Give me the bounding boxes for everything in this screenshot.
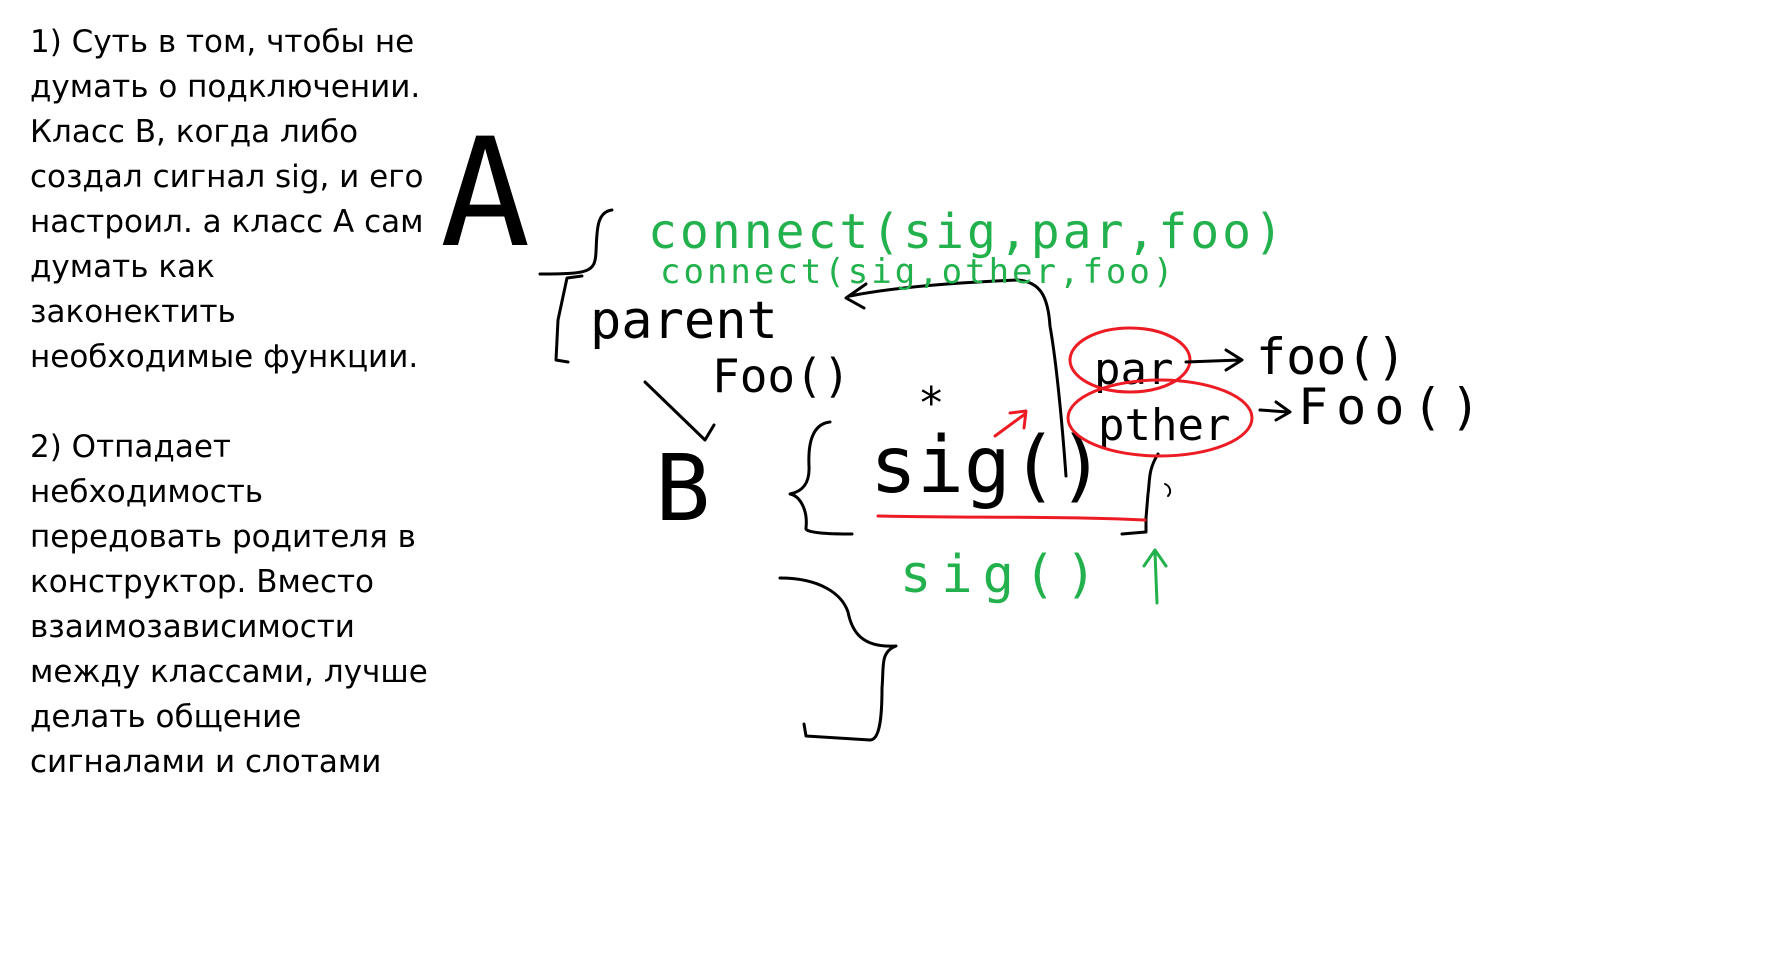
class-b-open-brace bbox=[788, 420, 854, 536]
class-b-close-hook bbox=[1164, 483, 1172, 497]
parent-to-b-connector bbox=[643, 380, 716, 442]
emit-up-arrow bbox=[1142, 548, 1168, 605]
asterisk-mark: * bbox=[918, 378, 945, 429]
receiver-other-label: pther bbox=[1098, 400, 1230, 451]
emitted-signal-label: sig() bbox=[900, 545, 1107, 605]
slot-par-label: foo() bbox=[1256, 328, 1407, 386]
explanation-notes: 1) Суть в том, чтобы не думать о подключ… bbox=[30, 20, 430, 830]
parent-foo-label: Foo() bbox=[712, 349, 850, 403]
note-paragraph-2: 2) Отпадает небходимость передовать роди… bbox=[30, 429, 428, 780]
red-pointer-arrow bbox=[993, 409, 1028, 438]
class-a-label: A bbox=[440, 107, 530, 281]
class-a-brace bbox=[538, 208, 614, 276]
receiver-other-circle bbox=[1066, 378, 1254, 458]
parent-label: parent bbox=[590, 291, 778, 351]
lower-brace bbox=[778, 576, 898, 742]
receiver-par-circle bbox=[1068, 326, 1192, 394]
signal-underline bbox=[876, 514, 1147, 522]
signal-route-arrowhead bbox=[844, 282, 868, 310]
class-b-label: B bbox=[655, 435, 710, 542]
slot-other-label: Foo() bbox=[1298, 378, 1489, 436]
par-to-slot-arrow bbox=[1184, 348, 1244, 372]
connect-statement-par: connect(sig,par,foo) bbox=[648, 204, 1286, 260]
signal-call-label: sig() bbox=[870, 421, 1105, 511]
class-b-close-brace bbox=[1120, 452, 1160, 536]
connect-statement-other: connect(sig,other,foo) bbox=[660, 252, 1176, 292]
other-to-slot-arrow bbox=[1258, 400, 1292, 422]
note-paragraph-1: 1) Суть в том, чтобы не думать о подключ… bbox=[30, 24, 424, 375]
parent-bracket bbox=[554, 274, 584, 364]
signal-route-arrow bbox=[848, 278, 1068, 478]
